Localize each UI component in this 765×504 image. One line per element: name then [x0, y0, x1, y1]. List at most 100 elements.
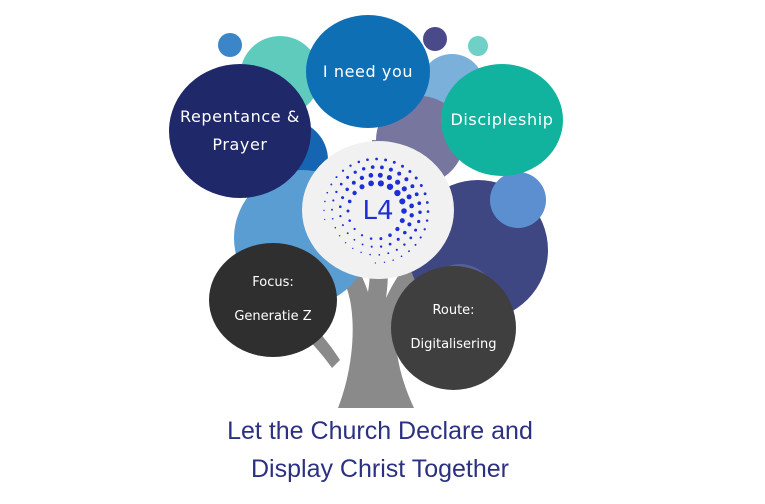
- tagline-line2: Display Christ Together: [251, 455, 509, 483]
- logo-dot: [395, 248, 398, 251]
- bubble-repentance-line1: Repentance &: [179, 107, 300, 126]
- logo-dot: [324, 200, 326, 203]
- logo-dot: [377, 172, 383, 178]
- bubble-i-need-you-label: I need you: [322, 61, 414, 81]
- logo-dot: [377, 180, 384, 187]
- bubble-repentance-prayer: Repentance & Prayer: [169, 64, 311, 198]
- logo-dot: [399, 218, 405, 224]
- leaf-circle: [218, 33, 242, 57]
- logo-dot: [403, 230, 407, 235]
- logo-dot: [397, 171, 402, 176]
- bubble-i-need-you: I need you: [306, 15, 430, 128]
- logo-dot: [369, 253, 371, 256]
- logo-dot: [353, 238, 356, 241]
- logo-dot: [425, 219, 429, 222]
- logo-dot: [394, 189, 401, 197]
- logo-dot: [386, 183, 394, 190]
- logo-dot: [341, 169, 345, 172]
- logo-dot: [346, 209, 350, 213]
- logo-dot: [346, 175, 350, 179]
- logo-dot: [379, 237, 383, 241]
- logo-dot: [384, 158, 388, 162]
- logo-dot: [332, 199, 335, 202]
- bubble-repentance-line2: Prayer: [212, 135, 268, 154]
- logo-dot: [324, 218, 326, 221]
- logo-dots: [323, 157, 430, 264]
- logo-dot: [400, 255, 403, 258]
- logo-dot: [374, 262, 377, 264]
- logo-dot: [366, 158, 369, 162]
- logo-dot: [392, 259, 394, 261]
- logo-dot: [341, 196, 345, 200]
- logo-dot: [359, 184, 365, 190]
- logo-dot: [387, 252, 390, 255]
- bubble-route-title: Route:: [432, 303, 475, 318]
- logo-dot: [361, 167, 366, 171]
- logo-dot: [334, 226, 337, 229]
- logo-dot: [414, 228, 418, 232]
- logo-dot: [401, 208, 407, 214]
- logo-dot: [360, 234, 364, 237]
- bubble-focus-title: Focus:: [252, 275, 294, 290]
- logo-dot: [370, 245, 373, 248]
- logo-text: L4: [362, 196, 394, 226]
- logo-dot: [379, 165, 384, 170]
- logo-dot: [335, 190, 338, 194]
- logo-dot: [339, 182, 343, 186]
- logo-dot: [388, 242, 392, 246]
- logo-dot: [339, 214, 342, 218]
- logo-dot: [399, 198, 406, 205]
- logo-dot: [353, 170, 357, 174]
- logo-dot: [406, 194, 412, 200]
- logo-dot: [369, 237, 373, 240]
- logo-dot: [349, 164, 352, 167]
- bubble-route: Route: Digitalisering: [391, 266, 516, 390]
- logo-dot: [368, 180, 374, 187]
- logo-dot: [378, 254, 381, 256]
- logo-dot: [419, 184, 423, 187]
- logo-dot: [410, 184, 415, 189]
- logo-dot: [409, 203, 414, 209]
- logo-dot: [338, 235, 341, 237]
- leaf-circle: [423, 27, 447, 51]
- logo-dot: [344, 242, 347, 244]
- bubble-discipleship-label: Discipleship: [450, 110, 554, 129]
- logo-dot: [392, 160, 396, 164]
- logo-dot: [331, 217, 334, 220]
- logo-dot: [395, 179, 401, 185]
- logo-dot: [414, 176, 418, 180]
- logo-circle: [302, 141, 454, 279]
- logo-dot: [348, 219, 351, 222]
- leaf-circle: [468, 36, 488, 56]
- logo-dot: [323, 209, 325, 212]
- logo-dot: [414, 192, 419, 197]
- tagline: Let the Church Declare and Display Chris…: [160, 412, 600, 488]
- logo-dot: [330, 183, 333, 186]
- logo-dot: [383, 261, 386, 263]
- logo-dot: [388, 167, 393, 172]
- logo-dot: [407, 222, 412, 227]
- logo-dot: [408, 250, 410, 253]
- logo-dot: [351, 180, 356, 185]
- logo-dot: [417, 201, 422, 206]
- logo-dot: [368, 173, 374, 178]
- logo-dot: [370, 165, 375, 169]
- logo-dot: [375, 157, 378, 161]
- logo-dot: [396, 237, 400, 241]
- logo-dot: [341, 224, 344, 227]
- logo-dot: [338, 205, 342, 209]
- logo-dot: [361, 243, 364, 246]
- logo-dot: [404, 177, 409, 182]
- leaf-circle: [490, 172, 546, 228]
- logo-dot: [379, 245, 383, 248]
- logo-dot: [386, 175, 392, 181]
- logo-dot: [409, 213, 414, 218]
- logo-dot: [423, 192, 427, 196]
- bubble-focus-value: Generatie Z: [234, 309, 312, 324]
- logo-dot: [414, 243, 417, 246]
- logo-dot: [419, 236, 422, 239]
- logo-dot: [401, 164, 404, 168]
- logo-dot: [346, 232, 349, 235]
- logo-dot: [426, 210, 430, 213]
